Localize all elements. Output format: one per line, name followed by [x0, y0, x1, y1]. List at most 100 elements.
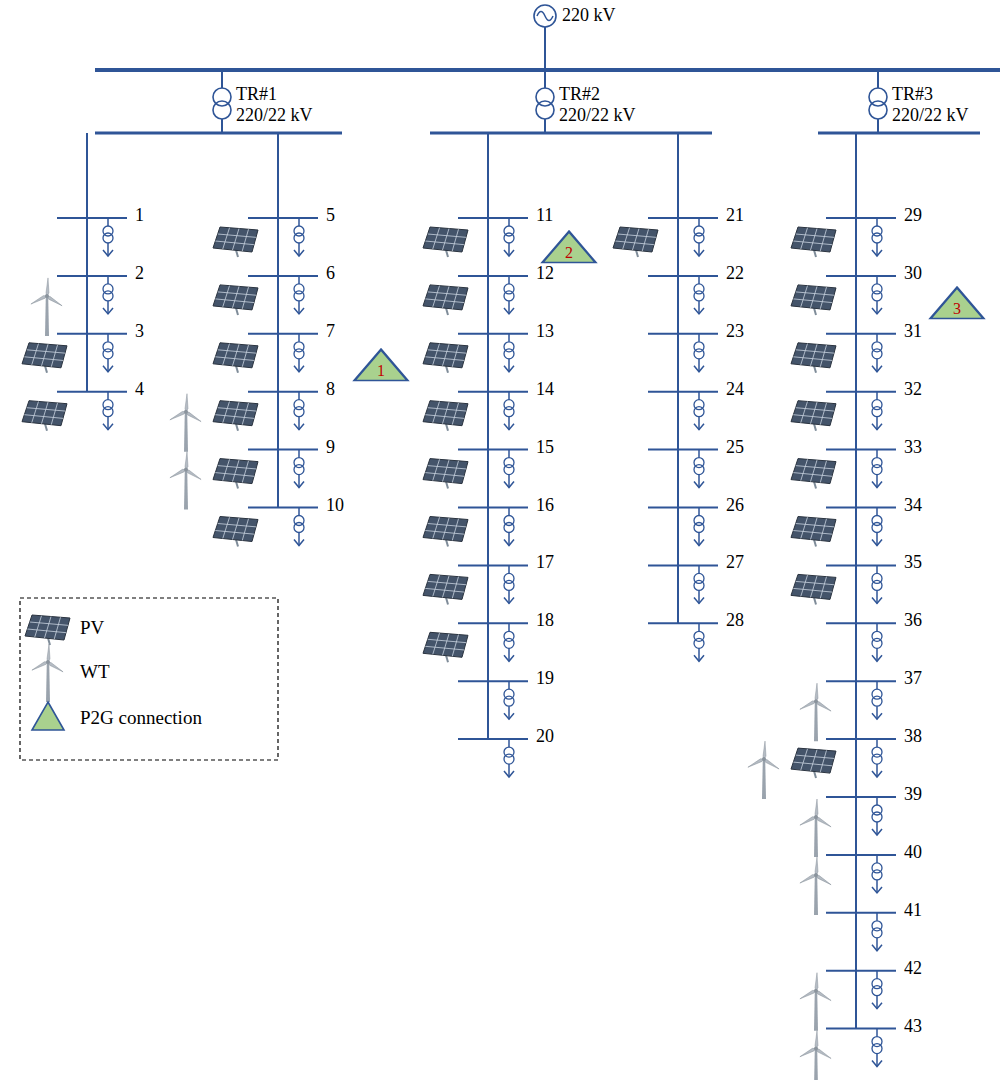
load-transformer [294, 233, 304, 243]
p2g-connection: 3 [928, 286, 986, 320]
load-transformer [694, 523, 704, 533]
load-arrow [872, 540, 882, 546]
bus-number: 8 [326, 380, 335, 400]
wind-turbine-icon [30, 278, 63, 336]
feeder-line [86, 133, 88, 392]
legend-p2g-icon [32, 702, 64, 730]
bus-number: 10 [326, 496, 344, 516]
node-busbar [458, 622, 528, 624]
load-lead [698, 508, 700, 516]
load-arrow [872, 887, 882, 893]
load-lead [876, 334, 878, 342]
node-busbar [458, 507, 528, 509]
load-arrow [872, 829, 882, 835]
load-lead [107, 359, 109, 372]
load-lead [508, 565, 510, 573]
load-lead [876, 880, 878, 893]
generator-sine [537, 12, 553, 21]
load-arrow [294, 482, 304, 488]
bus-number: 36 [904, 611, 922, 631]
load-lead [876, 243, 878, 256]
pv-panel-icon [213, 459, 258, 489]
node-busbar [248, 449, 318, 451]
load-lead [298, 276, 300, 284]
load-lead [876, 764, 878, 777]
load-lead [876, 565, 878, 573]
load-transformer [694, 580, 704, 590]
load-lead [298, 392, 300, 400]
load-transformer [694, 465, 704, 475]
load-lead [876, 417, 878, 430]
bus-number: 23 [726, 322, 744, 342]
load-lead [298, 243, 300, 256]
bus-number: 24 [726, 380, 744, 400]
p2g-connection: 1 [352, 348, 410, 382]
load-arrow [294, 366, 304, 372]
load-transformer [872, 1044, 882, 1054]
load-arrow [872, 597, 882, 603]
load-lead [876, 706, 878, 719]
generator-symbol [534, 5, 556, 27]
load-lead [876, 1054, 878, 1067]
load-lead [876, 971, 878, 979]
wind-turbine-icon [799, 683, 832, 741]
load-transformer [694, 233, 704, 243]
load-transformer [504, 754, 514, 764]
load-arrow [504, 482, 514, 488]
load-lead [698, 475, 700, 488]
bus-number: 35 [904, 553, 922, 573]
bus-number: 40 [904, 843, 922, 863]
wind-turbine-icon [169, 394, 202, 452]
load-lead [298, 508, 300, 516]
legend-text: P2G connection [80, 708, 202, 729]
load-arrow [872, 1003, 882, 1009]
transformer-lead [221, 119, 223, 133]
p2g-number: 1 [352, 363, 410, 379]
transformer-symbol [869, 101, 887, 119]
load-lead [698, 417, 700, 430]
load-lead [107, 417, 109, 430]
load-lead [508, 648, 510, 661]
load-lead [876, 508, 878, 516]
load-arrow [694, 308, 704, 314]
node-busbar [648, 391, 718, 393]
node-busbar [648, 622, 718, 624]
bus-number: 16 [536, 496, 554, 516]
pv-panel-icon [213, 343, 258, 373]
load-transformer [872, 754, 882, 764]
bus-number: 38 [904, 727, 922, 747]
bus-number: 21 [726, 206, 744, 226]
load-arrow [872, 713, 882, 719]
node-busbar [458, 449, 528, 451]
legend-pv-icon [25, 615, 70, 645]
load-transformer [294, 291, 304, 301]
load-transformer [694, 349, 704, 359]
pv-panel-icon [791, 401, 836, 431]
load-lead [508, 417, 510, 430]
load-lead [298, 450, 300, 458]
load-lead [107, 218, 109, 226]
bus-number: 6 [326, 264, 335, 284]
node-busbar [826, 507, 896, 509]
transformer-label: TR#3 [892, 85, 933, 105]
load-lead [508, 681, 510, 689]
load-lead [876, 533, 878, 546]
load-arrow [294, 540, 304, 546]
pv-panel-icon [213, 401, 258, 431]
node-busbar [826, 275, 896, 277]
load-lead [876, 276, 878, 284]
load-transformer [294, 465, 304, 475]
node-busbar [458, 564, 528, 566]
load-transformer [694, 291, 704, 301]
bus-number: 27 [726, 553, 744, 573]
bus-number: 5 [326, 206, 335, 226]
load-lead [698, 218, 700, 226]
load-arrow [103, 366, 113, 372]
load-transformer [872, 812, 882, 822]
node-busbar [826, 1028, 896, 1030]
load-arrow [294, 250, 304, 256]
node-busbar [648, 507, 718, 509]
load-transformer [504, 638, 514, 648]
pv-panel-icon [791, 517, 836, 547]
load-arrow [872, 655, 882, 661]
